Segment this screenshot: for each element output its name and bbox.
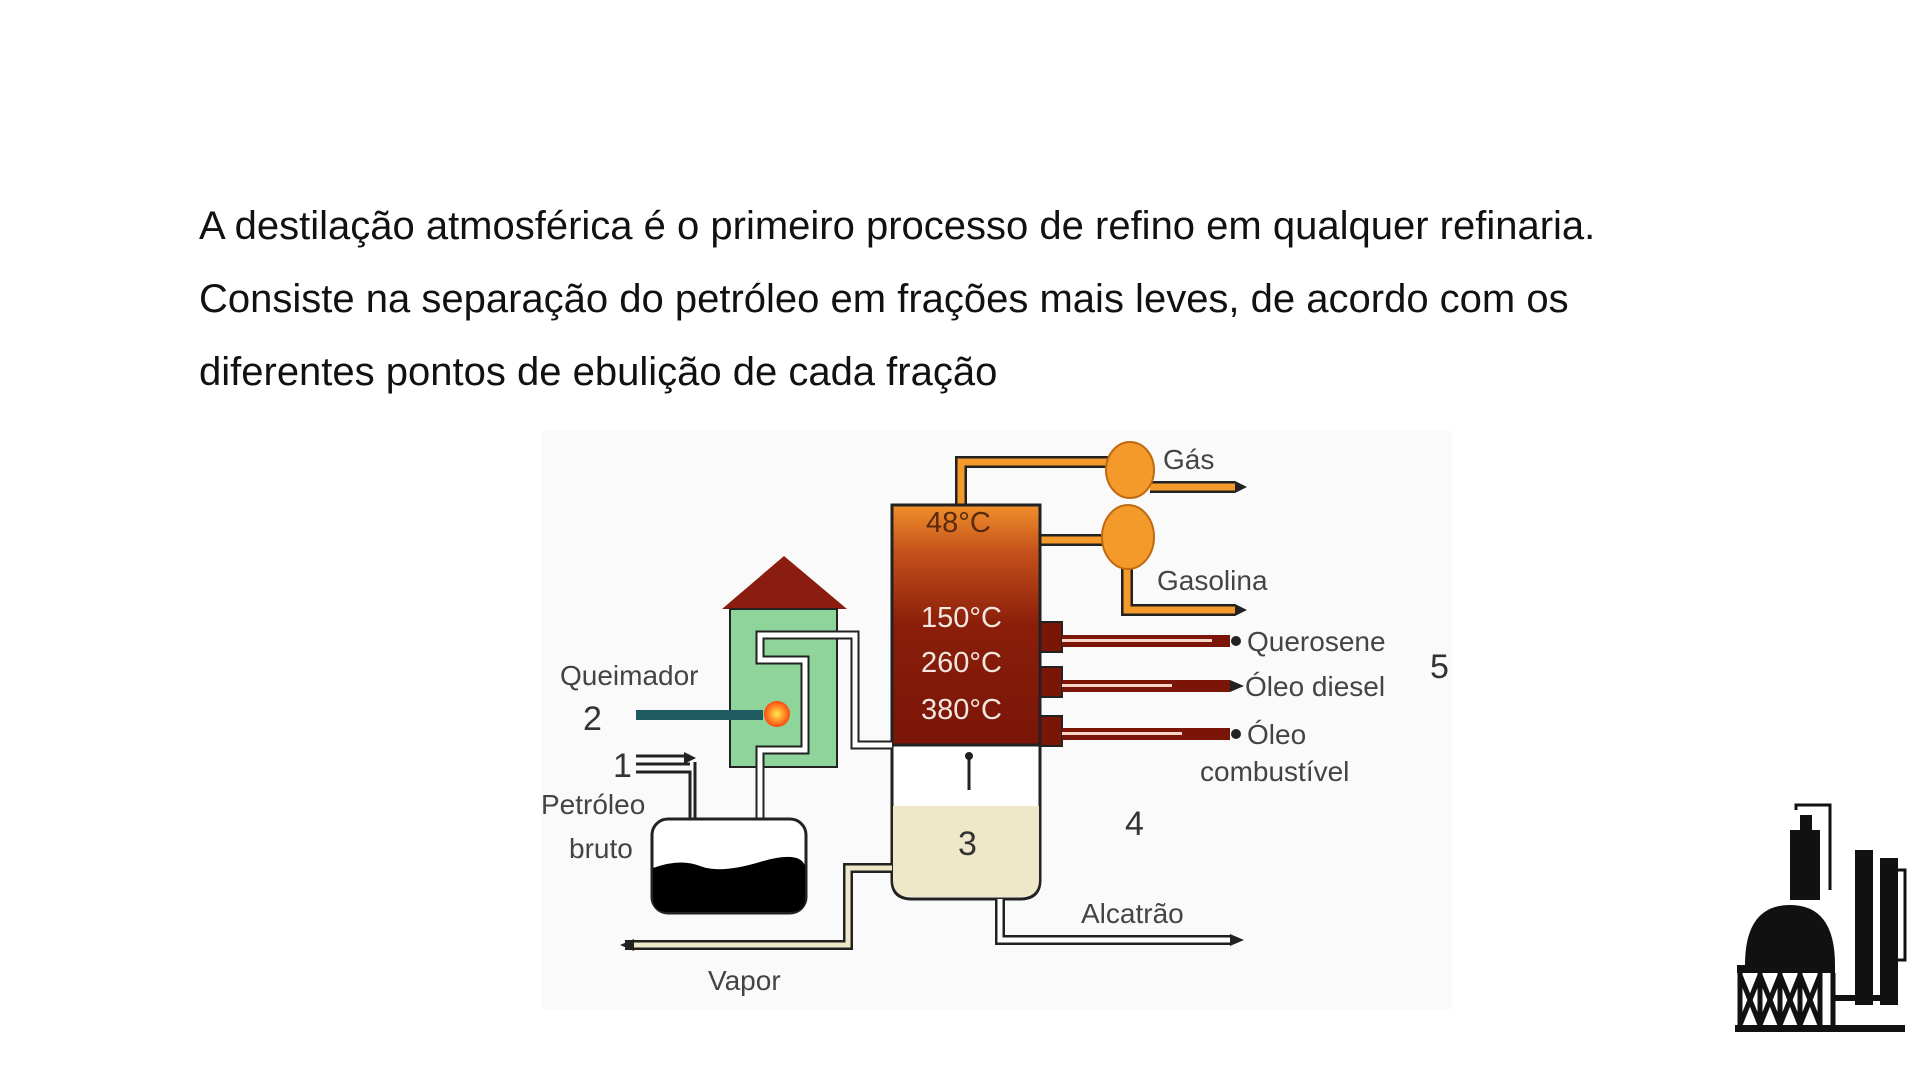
step-number: 3 <box>958 825 977 863</box>
overhead-pipe <box>955 456 1235 616</box>
paragraph-line: diferentes pontos de ebulição de cada fr… <box>199 350 998 394</box>
step-number: 1 <box>613 747 632 785</box>
paragraph-line: Consiste na separação do petróleo em fra… <box>199 277 1569 321</box>
step-number: 4 <box>1125 805 1144 843</box>
label-tar: Alcatrão <box>1081 898 1184 929</box>
label-steam: Vapor <box>708 965 781 996</box>
tar-pipe <box>995 899 1230 945</box>
crude-feed <box>636 754 697 825</box>
furnace <box>636 556 892 819</box>
label-burner: Queimador <box>560 660 699 691</box>
step-number: 2 <box>583 700 602 738</box>
refinery-logo <box>1735 803 1907 1032</box>
gasoline-arrow-icon <box>1235 604 1247 616</box>
steam-pipe <box>625 863 892 950</box>
label-crude-2: bruto <box>569 833 633 864</box>
label-kerosene: Querosene <box>1247 626 1386 657</box>
temperature-label: 48°C <box>926 507 991 539</box>
condenser <box>1101 441 1155 570</box>
temperature-label: 380°C <box>921 694 1002 726</box>
steam-arrow-icon <box>620 939 634 951</box>
label-crude: Petróleo <box>541 789 645 820</box>
gas-arrow-icon <box>1235 481 1247 493</box>
temperature-label: 260°C <box>921 647 1002 679</box>
label-diesel: Óleo diesel <box>1245 671 1385 702</box>
tar-arrow-icon <box>1230 934 1244 946</box>
temperature-label: 150°C <box>921 602 1002 634</box>
paragraph-line: A destilação atmosférica é o primeiro pr… <box>199 204 1596 248</box>
label-gas: Gás <box>1163 444 1214 475</box>
feed-arrow-icon <box>684 752 696 764</box>
label-fuel-oil: Óleo <box>1247 719 1306 750</box>
step-number: 5 <box>1430 648 1449 686</box>
intro-paragraph: A destilação atmosférica é o primeiro pr… <box>199 190 1839 409</box>
side-draw-pipes <box>1039 621 1244 747</box>
distillation-column <box>890 503 1042 901</box>
label-fuel-oil-2: combustível <box>1200 756 1349 787</box>
flame-icon <box>764 701 790 727</box>
crude-tank <box>650 817 808 915</box>
label-gasoline: Gasolina <box>1157 565 1268 596</box>
